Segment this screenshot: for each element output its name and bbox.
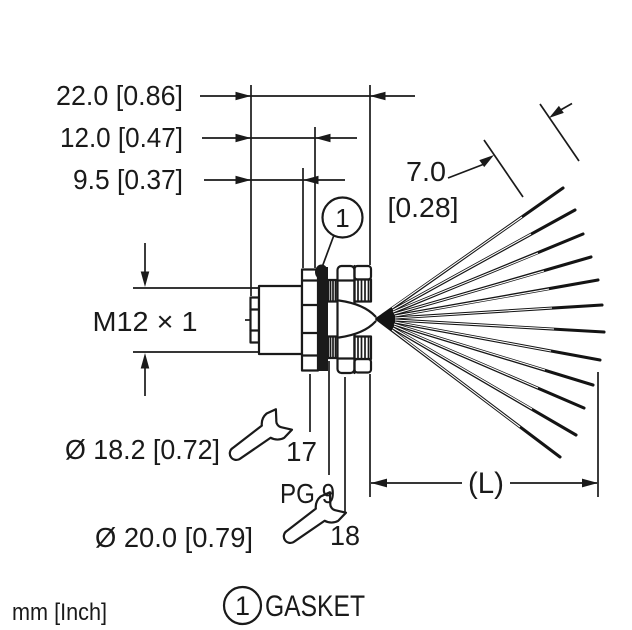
callout-number: 1 [335,203,349,233]
dim-overall-length: 22.0 [0.86] [56,80,183,111]
wire-fan [375,186,606,459]
legend-label: GASKET [265,590,365,623]
dim-front-length: 9.5 [0.37] [73,164,183,195]
wrench-size-rear: 18 [330,520,360,551]
thread-hatch-right [357,279,370,359]
footer: mm [Inch] 1 GASKET [12,585,365,626]
dim-thread: M12 × 1 [93,306,198,337]
legend-number: 1 [235,591,250,621]
dim-cable-length: (L) [468,467,504,500]
dim-strip-length-mm: 7.0 [406,156,446,187]
cable-exit [337,264,377,375]
gasket-callout: 1 [321,196,364,267]
thread-hatch-left [329,280,337,358]
wrench-icon [282,491,348,545]
dim-mid-length: 12.0 [0.47] [60,122,183,153]
dimension-labels: 22.0 [0.86] 12.0 [0.47] 9.5 [0.37] 7.0 [… [56,80,504,553]
dimension-lines [133,85,599,513]
dim-rear-diameter: Ø 20.0 [0.79] [95,522,253,553]
dim-strip-length-inch: [0.28] [388,192,459,223]
gasket [315,264,328,371]
dim-gland-thread: PG 9 [280,478,335,509]
callout-circle [321,196,364,239]
wrench-size-front: 17 [286,436,317,467]
wrench-icon [228,408,294,462]
units-label: mm [Inch] [12,599,107,626]
legend-circle [222,585,263,626]
connector-body [249,264,377,375]
dim-front-diameter: Ø 18.2 [0.72] [65,434,220,465]
